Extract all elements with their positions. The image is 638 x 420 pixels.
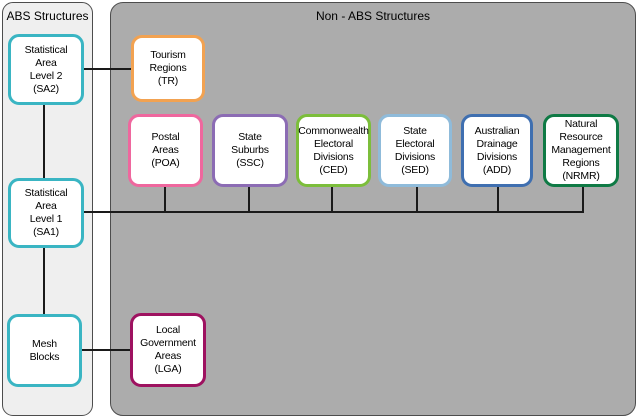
connector-mesh-blocks-lga [82,349,130,351]
abs-structures-panel-title: ABS Structures [6,9,89,23]
node-state-electoral-divisions-label: State Electoral Divisions (SED) [394,124,436,176]
node-australian-drainage-divisions: Australian Drainage Divisions (ADD) [461,114,533,187]
connector-sa1-non-abs-row [84,211,584,213]
node-state-suburbs-label: State Suburbs (SSC) [231,131,269,169]
node-postal-areas-label: Postal Areas (POA) [151,131,180,169]
connector-sa2-tourism-regions [84,68,131,70]
connector-drop-commonwealth-electoral-divisions [331,187,333,211]
node-statistical-area-level-2-label: Statistical Area Level 2 (SA2) [24,43,68,95]
node-postal-areas: Postal Areas (POA) [128,114,203,187]
node-statistical-area-level-1-label: Statistical Area Level 1 (SA1) [24,187,68,238]
connector-drop-state-electoral-divisions [416,187,418,211]
node-mesh-blocks: Mesh Blocks [7,314,82,387]
node-tourism-regions-label: Tourism Regions (TR) [149,49,187,87]
node-local-government-areas: Local Government Areas (LGA) [130,313,206,387]
node-tourism-regions: Tourism Regions (TR) [131,35,205,102]
node-commonwealth-electoral-divisions-label: Commonwealth Electoral Divisions (CED) [298,124,369,176]
node-australian-drainage-divisions-label: Australian Drainage Divisions (ADD) [474,124,520,176]
node-state-suburbs: State Suburbs (SSC) [212,114,288,187]
connector-drop-australian-drainage-divisions [497,187,499,211]
connector-sa2-sa1 [43,105,45,178]
node-state-electoral-divisions: State Electoral Divisions (SED) [378,114,452,187]
node-statistical-area-level-2: Statistical Area Level 2 (SA2) [8,34,84,105]
connector-sa1-mesh-blocks [43,248,45,314]
node-mesh-blocks-label: Mesh Blocks [29,337,60,363]
node-statistical-area-level-1: Statistical Area Level 1 (SA1) [8,178,84,248]
connector-drop-state-suburbs [248,187,250,211]
node-commonwealth-electoral-divisions: Commonwealth Electoral Divisions (CED) [296,114,371,187]
node-natural-resource-management-regions-label: Natural Resource Management Regions (NRM… [551,118,611,182]
connector-drop-postal-areas [164,187,166,211]
node-natural-resource-management-regions: Natural Resource Management Regions (NRM… [543,114,619,187]
connector-drop-natural-resource-management-regions [582,187,584,211]
non-abs-structures-panel-title: Non - ABS Structures [315,9,431,23]
node-local-government-areas-label: Local Government Areas (LGA) [140,324,196,375]
